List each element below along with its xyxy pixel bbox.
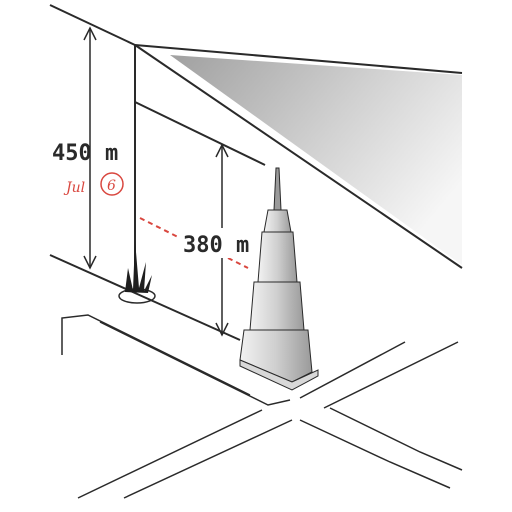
skyscraper-icon (240, 168, 318, 390)
sight-line-top (50, 5, 135, 45)
label-450m: 450 m (52, 141, 118, 166)
note-number: 6 (107, 178, 116, 194)
mid-line (135, 102, 265, 165)
label-380m: 380 m (183, 233, 249, 258)
handwritten-note: Jul (63, 180, 85, 196)
red-dash-right (228, 258, 248, 268)
red-dash-left (140, 218, 180, 238)
